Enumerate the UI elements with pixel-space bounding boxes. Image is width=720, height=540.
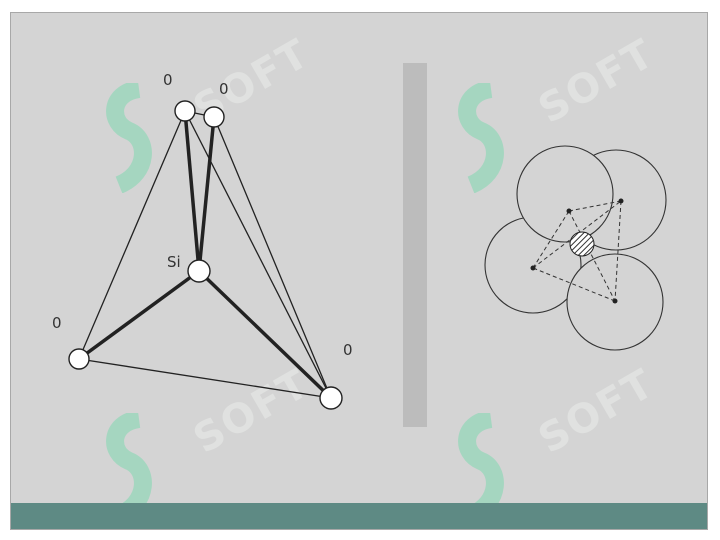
atom-top-o: [174, 100, 196, 122]
atom-top2-o: [203, 106, 225, 128]
edge-bottom: [78, 358, 332, 399]
bond-si-right: [197, 269, 333, 400]
bond-si-top2: [197, 116, 216, 272]
space-filling-model: [484, 145, 667, 351]
oxygen-label-top-1: 0: [163, 71, 173, 89]
si-label: Si: [167, 253, 181, 271]
oxygen-label-right: 0: [343, 341, 353, 359]
bond-si-top: [183, 110, 201, 272]
divider-bar: [403, 63, 427, 427]
atom-si: [187, 259, 211, 283]
slide: SOFT SOFT SOFT SOFT: [10, 12, 708, 530]
edge-top-left: [78, 110, 186, 360]
oxygen-sphere-front: [516, 145, 614, 243]
tetrahedron-diagram: 0 0 0 0 Si: [52, 71, 667, 410]
oxygen-label-left: 0: [52, 314, 62, 332]
edge-top2-right: [213, 116, 332, 399]
bottom-bar: [11, 503, 707, 529]
silicon-sphere-center: [569, 231, 595, 257]
atom-right-o: [319, 386, 343, 410]
bond-si-left: [77, 269, 201, 361]
atom-left-o: [68, 348, 90, 370]
oxygen-label-top-2: 0: [219, 80, 229, 98]
edge-top-right: [184, 110, 332, 399]
